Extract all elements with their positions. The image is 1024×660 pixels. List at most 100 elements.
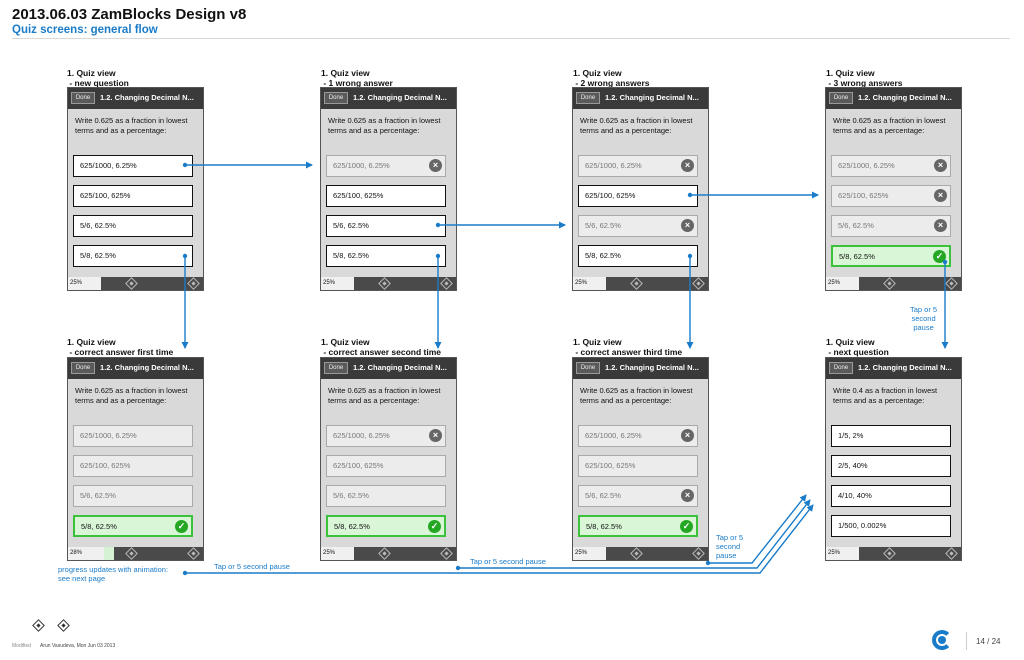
note-tap-pause: Tap or 5 second pause [910,305,938,332]
lesson-title: 1.2. Changing Decimal N... [605,93,699,102]
phone-header: Done 1.2. Changing Decimal N... [68,358,203,379]
answer-option[interactable]: 5/8, 62.5% [73,245,193,267]
frame-label-3-wrong: 1. Quiz view - 3 wrong answers [826,68,903,88]
lesson-title: 1.2. Changing Decimal N... [858,93,952,102]
flow-origin-dot [182,253,188,259]
answer-text: 625/1000, 6.25% [333,431,390,440]
question-text: Write 0.625 as a fraction in lowest term… [833,116,946,135]
flow-origin-dot [435,253,441,259]
wrong-x-icon: × [934,219,947,232]
flow-origin-dot [182,570,188,576]
done-button[interactable]: Done [829,92,853,104]
progress-indicator: 25% [573,277,606,290]
progress-indicator: 25% [68,277,101,290]
answer-option[interactable]: 5/6, 62.5% [73,215,193,237]
progress-indicator: 25% [573,547,606,560]
question-text: Write 0.625 as a fraction in lowest term… [580,386,693,405]
question-text: Write 0.625 as a fraction in lowest term… [328,116,441,135]
answer-option-wrong: 625/1000, 6.25%× [831,155,951,177]
note-tap-pause: Tap or 5 second pause [716,533,744,560]
done-button[interactable]: Done [829,362,853,374]
frame-label-correct-third: 1. Quiz view - correct answer third time [573,337,683,357]
phone-header: Done 1.2. Changing Decimal N... [573,358,708,379]
answer-option-wrong: 5/6, 62.5%× [831,215,951,237]
brand-logo-icon [932,630,952,650]
phone-header: Done 1.2. Changing Decimal N... [68,88,203,109]
question-text: Write 0.625 as a fraction in lowest term… [75,116,188,135]
answer-option-disabled: 625/100, 625% [578,455,698,477]
check-icon: ✓ [428,520,441,533]
answer-text: 5/8, 62.5% [81,522,117,531]
note-tap-pause: Tap or 5 second pause [214,562,290,571]
flow-arrow-from-first [185,504,814,574]
answer-option[interactable]: 625/100, 625% [326,185,446,207]
frame-label-correct-first: 1. Quiz view - correct answer first time [67,337,174,357]
brand-logo-dot [938,636,946,644]
check-icon: ✓ [933,250,946,263]
note-tap-pause: Tap or 5 second pause [470,557,546,566]
answer-option[interactable]: 5/8, 62.5% [578,245,698,267]
done-button[interactable]: Done [576,362,600,374]
flow-origin-dot [687,192,693,198]
answer-option[interactable]: 5/8, 62.5% [326,245,446,267]
answer-option[interactable]: 625/1000, 6.25% [73,155,193,177]
answer-option-wrong: 5/6, 62.5% × [578,215,698,237]
progress-footer: 25% [321,547,456,560]
answer-option-correct: 5/8, 62.5% ✓ [578,515,698,537]
done-button[interactable]: Done [324,92,348,104]
answer-text: 5/8, 62.5% [586,522,622,531]
phone-new-question: Done 1.2. Changing Decimal N... Write 0.… [67,87,204,291]
frame-label-new-question: 1. Quiz view - new question [67,68,129,88]
lesson-title: 1.2. Changing Decimal N... [605,363,699,372]
modified-label: Modified [12,643,31,649]
answer-option-wrong: 625/1000, 6.25%× [578,155,698,177]
flow-origin-dot [705,560,711,566]
answer-option[interactable]: 5/6, 62.5% [326,215,446,237]
done-button[interactable]: Done [324,362,348,374]
document-subtitle: Quiz screens: general flow [12,24,158,36]
phone-header: Done 1.2. Changing Decimal N... [321,88,456,109]
answer-option-disabled: 5/6, 62.5% [73,485,193,507]
page-number: 14 / 24 [976,637,1001,646]
flow-origin-dot [182,162,188,168]
check-icon: ✓ [175,520,188,533]
done-button[interactable]: Done [71,362,95,374]
phone-header: Done 1.2. Changing Decimal N... [573,88,708,109]
answer-option[interactable]: 625/100, 625% [578,185,698,207]
note-progress-animation: progress updates with animation: see nex… [58,565,169,583]
progress-footer: 25% [68,277,203,290]
wrong-x-icon: × [681,219,694,232]
question-text: Write 0.625 as a fraction in lowest term… [328,386,441,405]
done-button[interactable]: Done [576,92,600,104]
answer-text: 5/6, 62.5% [585,221,621,230]
answer-text: 625/1000, 6.25% [333,161,390,170]
answer-option-wrong: 625/1000, 6.25%× [326,425,446,447]
wrong-x-icon: × [429,159,442,172]
answer-option[interactable]: 2/5, 40% [831,455,951,477]
phone-correct-second: Done 1.2. Changing Decimal N... Write 0.… [320,357,457,561]
check-icon: ✓ [680,520,693,533]
wrong-x-icon: × [681,159,694,172]
progress-indicator: 25% [321,547,354,560]
flow-arrow-from-second [458,499,811,569]
frame-label-2-wrong: 1. Quiz view - 2 wrong answers [573,68,650,88]
answer-option[interactable]: 4/10, 40% [831,485,951,507]
flow-arrow-from-third [708,494,807,564]
done-button[interactable]: Done [71,92,95,104]
answer-option[interactable]: 1/5, 2% [831,425,951,447]
wrong-x-icon: × [934,189,947,202]
answer-option-disabled: 625/1000, 6.25% [73,425,193,447]
flow-origin-dot [942,259,948,265]
flow-origin-dot [435,222,441,228]
frame-label-1-wrong: 1. Quiz view - 1 wrong answer [321,68,393,88]
wrong-x-icon: × [934,159,947,172]
lesson-title: 1.2. Changing Decimal N... [858,363,952,372]
answer-option[interactable]: 1/500, 0.002% [831,515,951,537]
answer-option-wrong: 625/1000, 6.25%× [578,425,698,447]
answer-option-correct: 5/8, 62.5%✓ [831,245,951,267]
answer-option[interactable]: 625/100, 625% [73,185,193,207]
phone-correct-third: Done 1.2. Changing Decimal N... Write 0.… [572,357,709,561]
progress-animation [104,547,114,560]
answer-option-wrong: 5/6, 62.5%× [578,485,698,507]
